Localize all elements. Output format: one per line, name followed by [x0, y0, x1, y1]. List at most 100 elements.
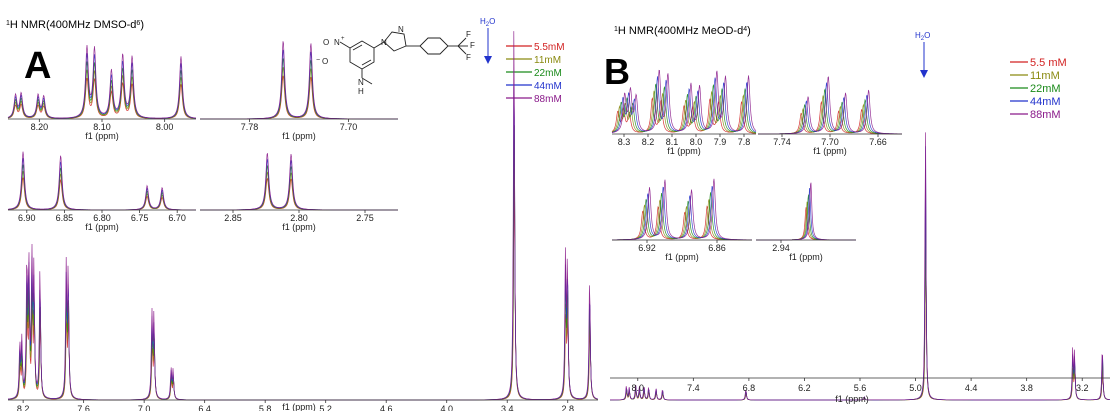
legend-label: 44mM: [534, 81, 562, 92]
atom-o2: O: [322, 57, 328, 66]
atom-o1: O: [323, 38, 329, 47]
inset-x-axis-label: f1 (ppm): [282, 131, 316, 141]
spectrum-line: [610, 198, 1110, 401]
atom-n-amine: N: [358, 78, 364, 87]
legend-label: 88mM: [534, 94, 562, 105]
legend-label: 11mM: [534, 55, 561, 66]
inset-x-axis-label: f1 (ppm): [667, 146, 701, 156]
inset-x-tick-label: 7.8: [738, 137, 751, 147]
inset-x-tick-label: 6.85: [56, 213, 74, 223]
inset-x-tick-label: 6.75: [131, 213, 149, 223]
legend-label: 22mM: [1030, 83, 1061, 95]
charge-plus: +: [341, 36, 345, 42]
inset-spectrum-line: [200, 158, 398, 211]
panel-b-water-marker: H2O: [915, 31, 930, 78]
atom-f2: F: [470, 41, 475, 50]
panel-b-letter: B: [604, 51, 630, 92]
inset-x-tick-label: 6.90: [18, 213, 36, 223]
x-tick-label: 7.4: [687, 383, 700, 393]
inset-x-tick-label: 8.1: [666, 137, 679, 147]
inset-plot: 6.92 6.86 f1 (ppm): [612, 178, 752, 262]
inset-x-axis-label: f1 (ppm): [789, 252, 823, 262]
x-tick-label: 6.4: [198, 404, 211, 411]
legend-label: 11mM: [1030, 70, 1060, 82]
panel-a-water-label: H2O: [480, 17, 495, 28]
inset-spectrum-line: [8, 158, 196, 211]
inset-spectrum-line: [612, 199, 752, 241]
x-tick-label: 4.6: [380, 404, 393, 411]
x-tick-label: 3.4: [501, 404, 514, 411]
atom-f3: F: [466, 53, 471, 62]
inset-x-axis-label: f1 (ppm): [665, 252, 699, 262]
inset-spectrum-line: [611, 83, 757, 133]
x-tick-label: 5.0: [909, 383, 922, 393]
inset-x-axis-label: f1 (ppm): [282, 222, 316, 232]
inset-spectrum-line: [200, 58, 398, 120]
atom-h-amine: H: [358, 87, 364, 96]
inset-x-tick-label: 8.00: [156, 122, 174, 132]
inset-spectrum-line: [612, 178, 752, 241]
inset-spectrum-line: [7, 177, 196, 211]
inset-spectrum-line: [8, 151, 196, 211]
inset-spectrum-line: [200, 41, 398, 120]
inset-x-tick-label: 7.9: [714, 137, 727, 147]
inset-x-tick-label: 2.94: [772, 243, 790, 253]
x-tick-label: 6.8: [743, 383, 756, 393]
inset-plot: 7.78 7.70 f1 (ppm): [200, 41, 398, 141]
inset-x-tick-label: 6.92: [638, 243, 656, 253]
inset-x-tick-label: 8.0: [690, 137, 703, 147]
x-tick-label: 8.2: [17, 404, 30, 411]
molecule-labels: N + O O − N N N H F F F: [316, 25, 475, 96]
inset-spectrum-line: [7, 44, 197, 119]
x-tick-label: 5.6: [854, 383, 867, 393]
inset-x-tick-label: 7.74: [773, 137, 791, 147]
inset-x-axis-label: f1 (ppm): [813, 146, 847, 156]
inset-spectrum-line: [758, 88, 902, 135]
x-tick-label: 4.4: [965, 383, 978, 393]
x-axis-label: f1 (ppm): [282, 402, 316, 411]
x-tick-label: 2.8: [561, 404, 574, 411]
panel-b-water-label: H2O: [915, 31, 930, 42]
x-tick-label: 3.2: [1076, 383, 1089, 393]
spectrum-line: [610, 168, 1110, 401]
inset-spectrum-line: [611, 76, 757, 133]
inset-x-tick-label: 7.78: [241, 122, 259, 132]
inset-x-tick-label: 6.80: [93, 213, 111, 223]
x-tick-label: 5.2: [319, 404, 332, 411]
inset-spectrum-line: [758, 76, 902, 135]
legend-label: 22mM: [534, 68, 562, 79]
x-tick-label: 3.8: [1020, 383, 1033, 393]
inset-x-tick-label: 2.75: [356, 213, 374, 223]
inset-x-tick-label: 8.3: [618, 137, 631, 147]
panel-a-title: 1H NMR(400MHz DMSO-d6): [6, 19, 144, 31]
x-axis-label: f1 (ppm): [835, 394, 869, 404]
panel-a-water-marker: H2O: [480, 17, 495, 64]
inset-spectrum-line: [611, 90, 757, 134]
panel-b-title: 1H NMR(400MHz MeOD-d4): [614, 25, 751, 37]
spectrum-line: [610, 132, 1110, 401]
x-tick-label: 4.0: [440, 404, 453, 411]
inset-spectrum-line: [611, 69, 757, 133]
inset-x-tick-label: 7.70: [340, 122, 358, 132]
inset-x-tick-label: 6.86: [708, 243, 726, 253]
inset-spectrum-line: [200, 49, 398, 120]
spectrum-line: [8, 163, 598, 401]
charge-minus: −: [316, 57, 320, 64]
inset-x-tick-label: 7.66: [869, 137, 887, 147]
inset-x-tick-label: 8.10: [93, 122, 111, 132]
atom-f1: F: [466, 30, 471, 39]
inset-x-tick-label: 2.80: [290, 213, 308, 223]
legend-label: 5.5 mM: [1030, 57, 1067, 69]
x-tick-label: 7.6: [77, 404, 90, 411]
legend-label: 44mM: [1030, 96, 1061, 108]
spectrum-line: [8, 140, 598, 401]
